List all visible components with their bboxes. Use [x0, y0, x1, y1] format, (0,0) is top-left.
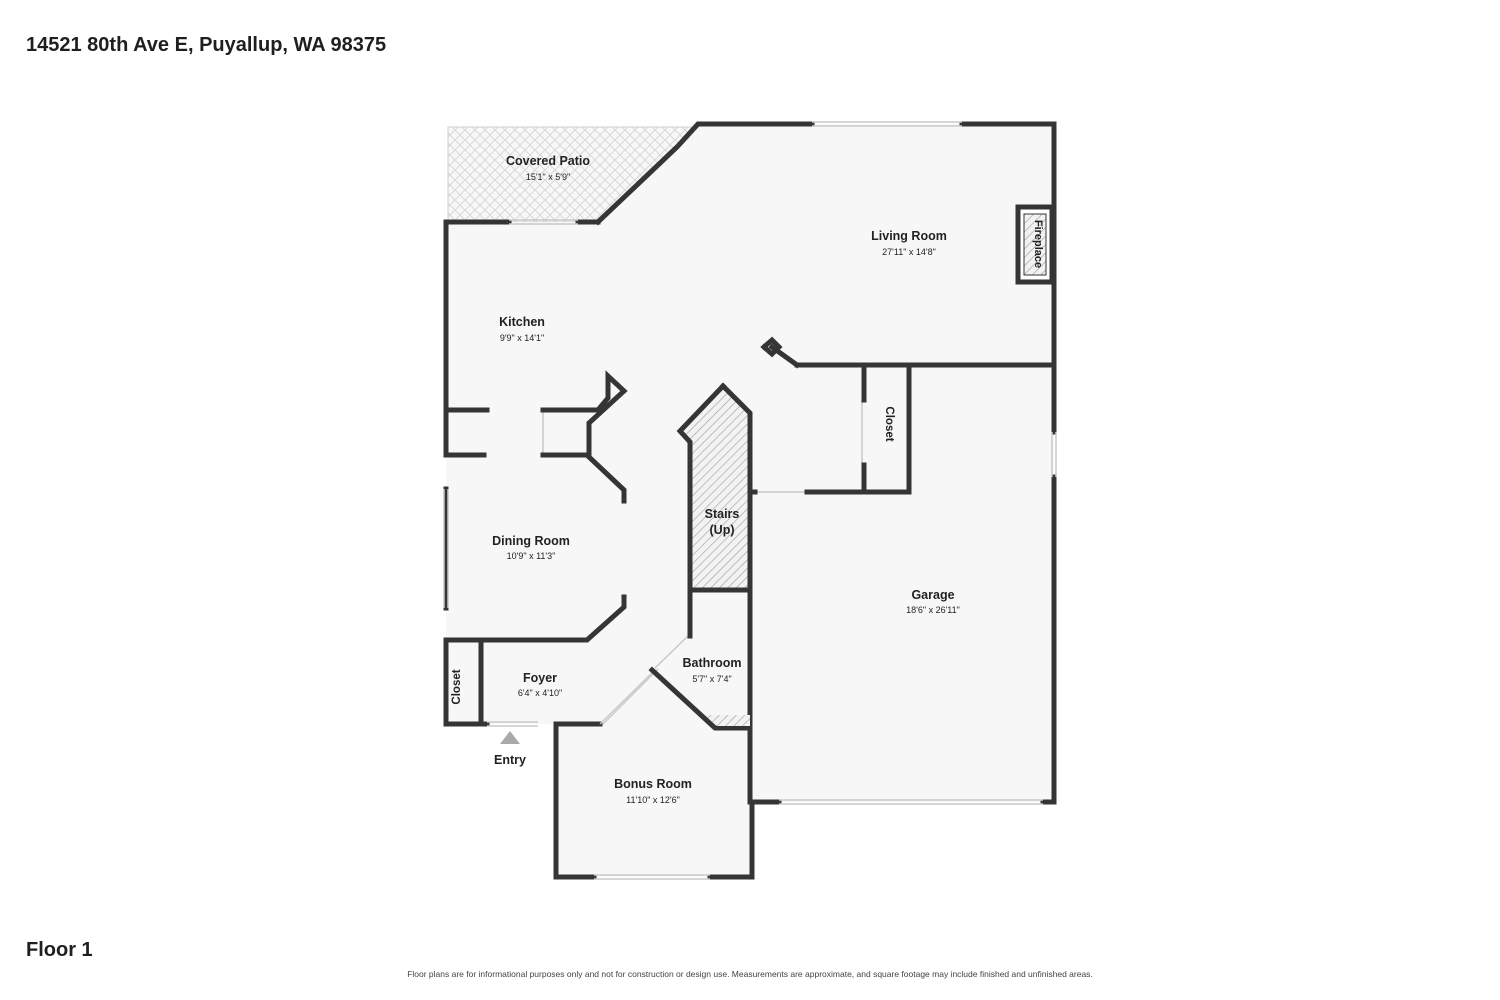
entry-arrow-icon: [500, 731, 520, 744]
kitchen-dims: 9'9" x 14'1": [500, 333, 544, 343]
garage-label: Garage: [911, 588, 954, 602]
windows: [443, 121, 1057, 880]
property-address: 14521 80th Ave E, Puyallup, WA 98375: [26, 34, 387, 56]
dining-room-label: Dining Room: [492, 534, 570, 548]
floor-label: Floor 1: [26, 939, 93, 961]
stairs-direction: (Up): [710, 523, 735, 537]
entry-label: Entry: [494, 753, 526, 767]
foyer-label: Foyer: [523, 671, 557, 685]
bonus-room-dims: 11'10" x 12'6": [626, 795, 680, 805]
bonus-room-label: Bonus Room: [614, 777, 692, 791]
stairs-label: Stairs: [705, 507, 740, 521]
interior-walls: [443, 336, 1057, 805]
bathroom-dims: 5'7" x 7'4": [692, 674, 731, 684]
dining-room-dims: 10'9" x 11'3": [507, 551, 556, 561]
closet-lower-label: Closet: [451, 669, 463, 704]
closet-upper-label: Closet: [883, 406, 895, 441]
stairs-hatch: [680, 388, 750, 590]
disclaimer: Floor plans are for informational purpos…: [407, 969, 1093, 979]
covered-patio-label: Covered Patio: [506, 154, 590, 168]
fireplace-label: Fireplace: [1032, 220, 1044, 268]
outer-walls: [443, 121, 1057, 880]
garage-dims: 18'6" x 26'11": [906, 605, 960, 615]
living-room-dims: 27'11" x 14'8": [882, 247, 936, 257]
fireplace-hatch: [1023, 213, 1047, 276]
foyer-dims: 6'4" x 4'10": [518, 688, 562, 698]
kitchen-label: Kitchen: [499, 315, 545, 329]
covered-patio-dims: 15'1" x 5'9": [526, 172, 570, 182]
living-room-label: Living Room: [871, 229, 947, 243]
bathroom-label: Bathroom: [682, 656, 741, 670]
bathroom-hatch: [705, 715, 750, 726]
